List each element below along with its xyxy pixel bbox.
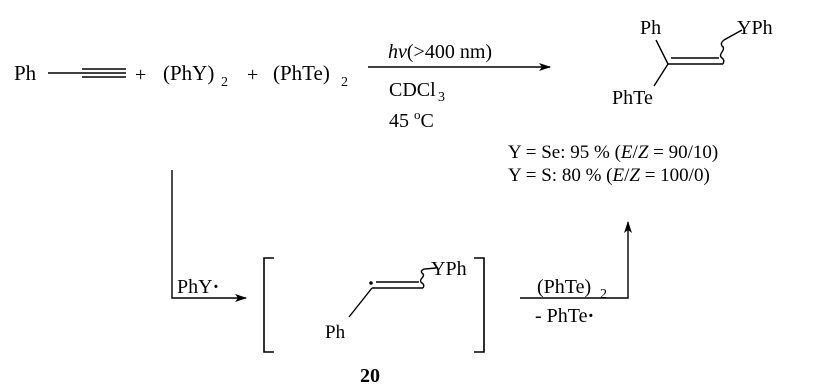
svg-text:(PhTe): (PhTe): [537, 276, 591, 298]
step-reagent: (PhTe) 2: [537, 276, 607, 302]
telluride-trapping-arrow: [520, 221, 632, 299]
product-wavy-bond: [719, 29, 743, 65]
svg-text:CDCl: CDCl: [389, 79, 436, 101]
product-yph: YPh: [737, 17, 773, 39]
reagent2-subscript: 2: [341, 75, 348, 90]
radical-reagent-label: PhY·: [177, 276, 219, 298]
vinyl-radical-intermediate: YPh Ph: [325, 258, 467, 343]
reagent1-subscript: 2: [221, 75, 228, 90]
reagent-diaryl-dichalcogenide: (PhY) 2: [163, 61, 228, 90]
reagent1-label: (PhY): [163, 61, 214, 85]
radical-addition-arrow: [171, 170, 247, 302]
plus-sign-2: +: [247, 64, 258, 86]
conditions-solvent: CDCl 3: [389, 79, 445, 105]
alkyne-phenyl-label: Ph: [14, 61, 37, 85]
plus-sign-1: +: [135, 64, 146, 86]
product-phte: PhTe: [612, 87, 653, 109]
svg-text:2: 2: [600, 287, 607, 302]
reagent-diphenyl-ditelluride: (PhTe) 2: [273, 61, 348, 90]
step-byproduct: - PhTe·: [535, 305, 594, 327]
reagent2-label: (PhTe): [273, 61, 330, 85]
product-structure: Ph YPh PhTe: [612, 17, 773, 109]
conditions-temperature: 45 oC: [389, 107, 434, 132]
intermediate-phenyl: Ph: [325, 322, 346, 343]
left-bracket: [263, 257, 274, 353]
compound-number: 20: [360, 365, 380, 385]
right-bracket: [474, 257, 485, 353]
conditions-irradiation: hv(>400 nm): [388, 41, 492, 63]
product-phenyl-top: Ph: [640, 17, 661, 39]
yield-selenium: Y = Se: 95 % (E/Z = 90/10): [508, 142, 718, 163]
yield-sulfur: Y = S: 80 % (E/Z = 100/0): [508, 165, 710, 186]
radical-dot: [369, 281, 373, 285]
intermediate-yph: YPh: [431, 258, 467, 280]
intermediate-wavy-bond: [419, 267, 437, 289]
alkyne-triple-bond: [48, 68, 126, 78]
svg-text:3: 3: [438, 90, 445, 105]
